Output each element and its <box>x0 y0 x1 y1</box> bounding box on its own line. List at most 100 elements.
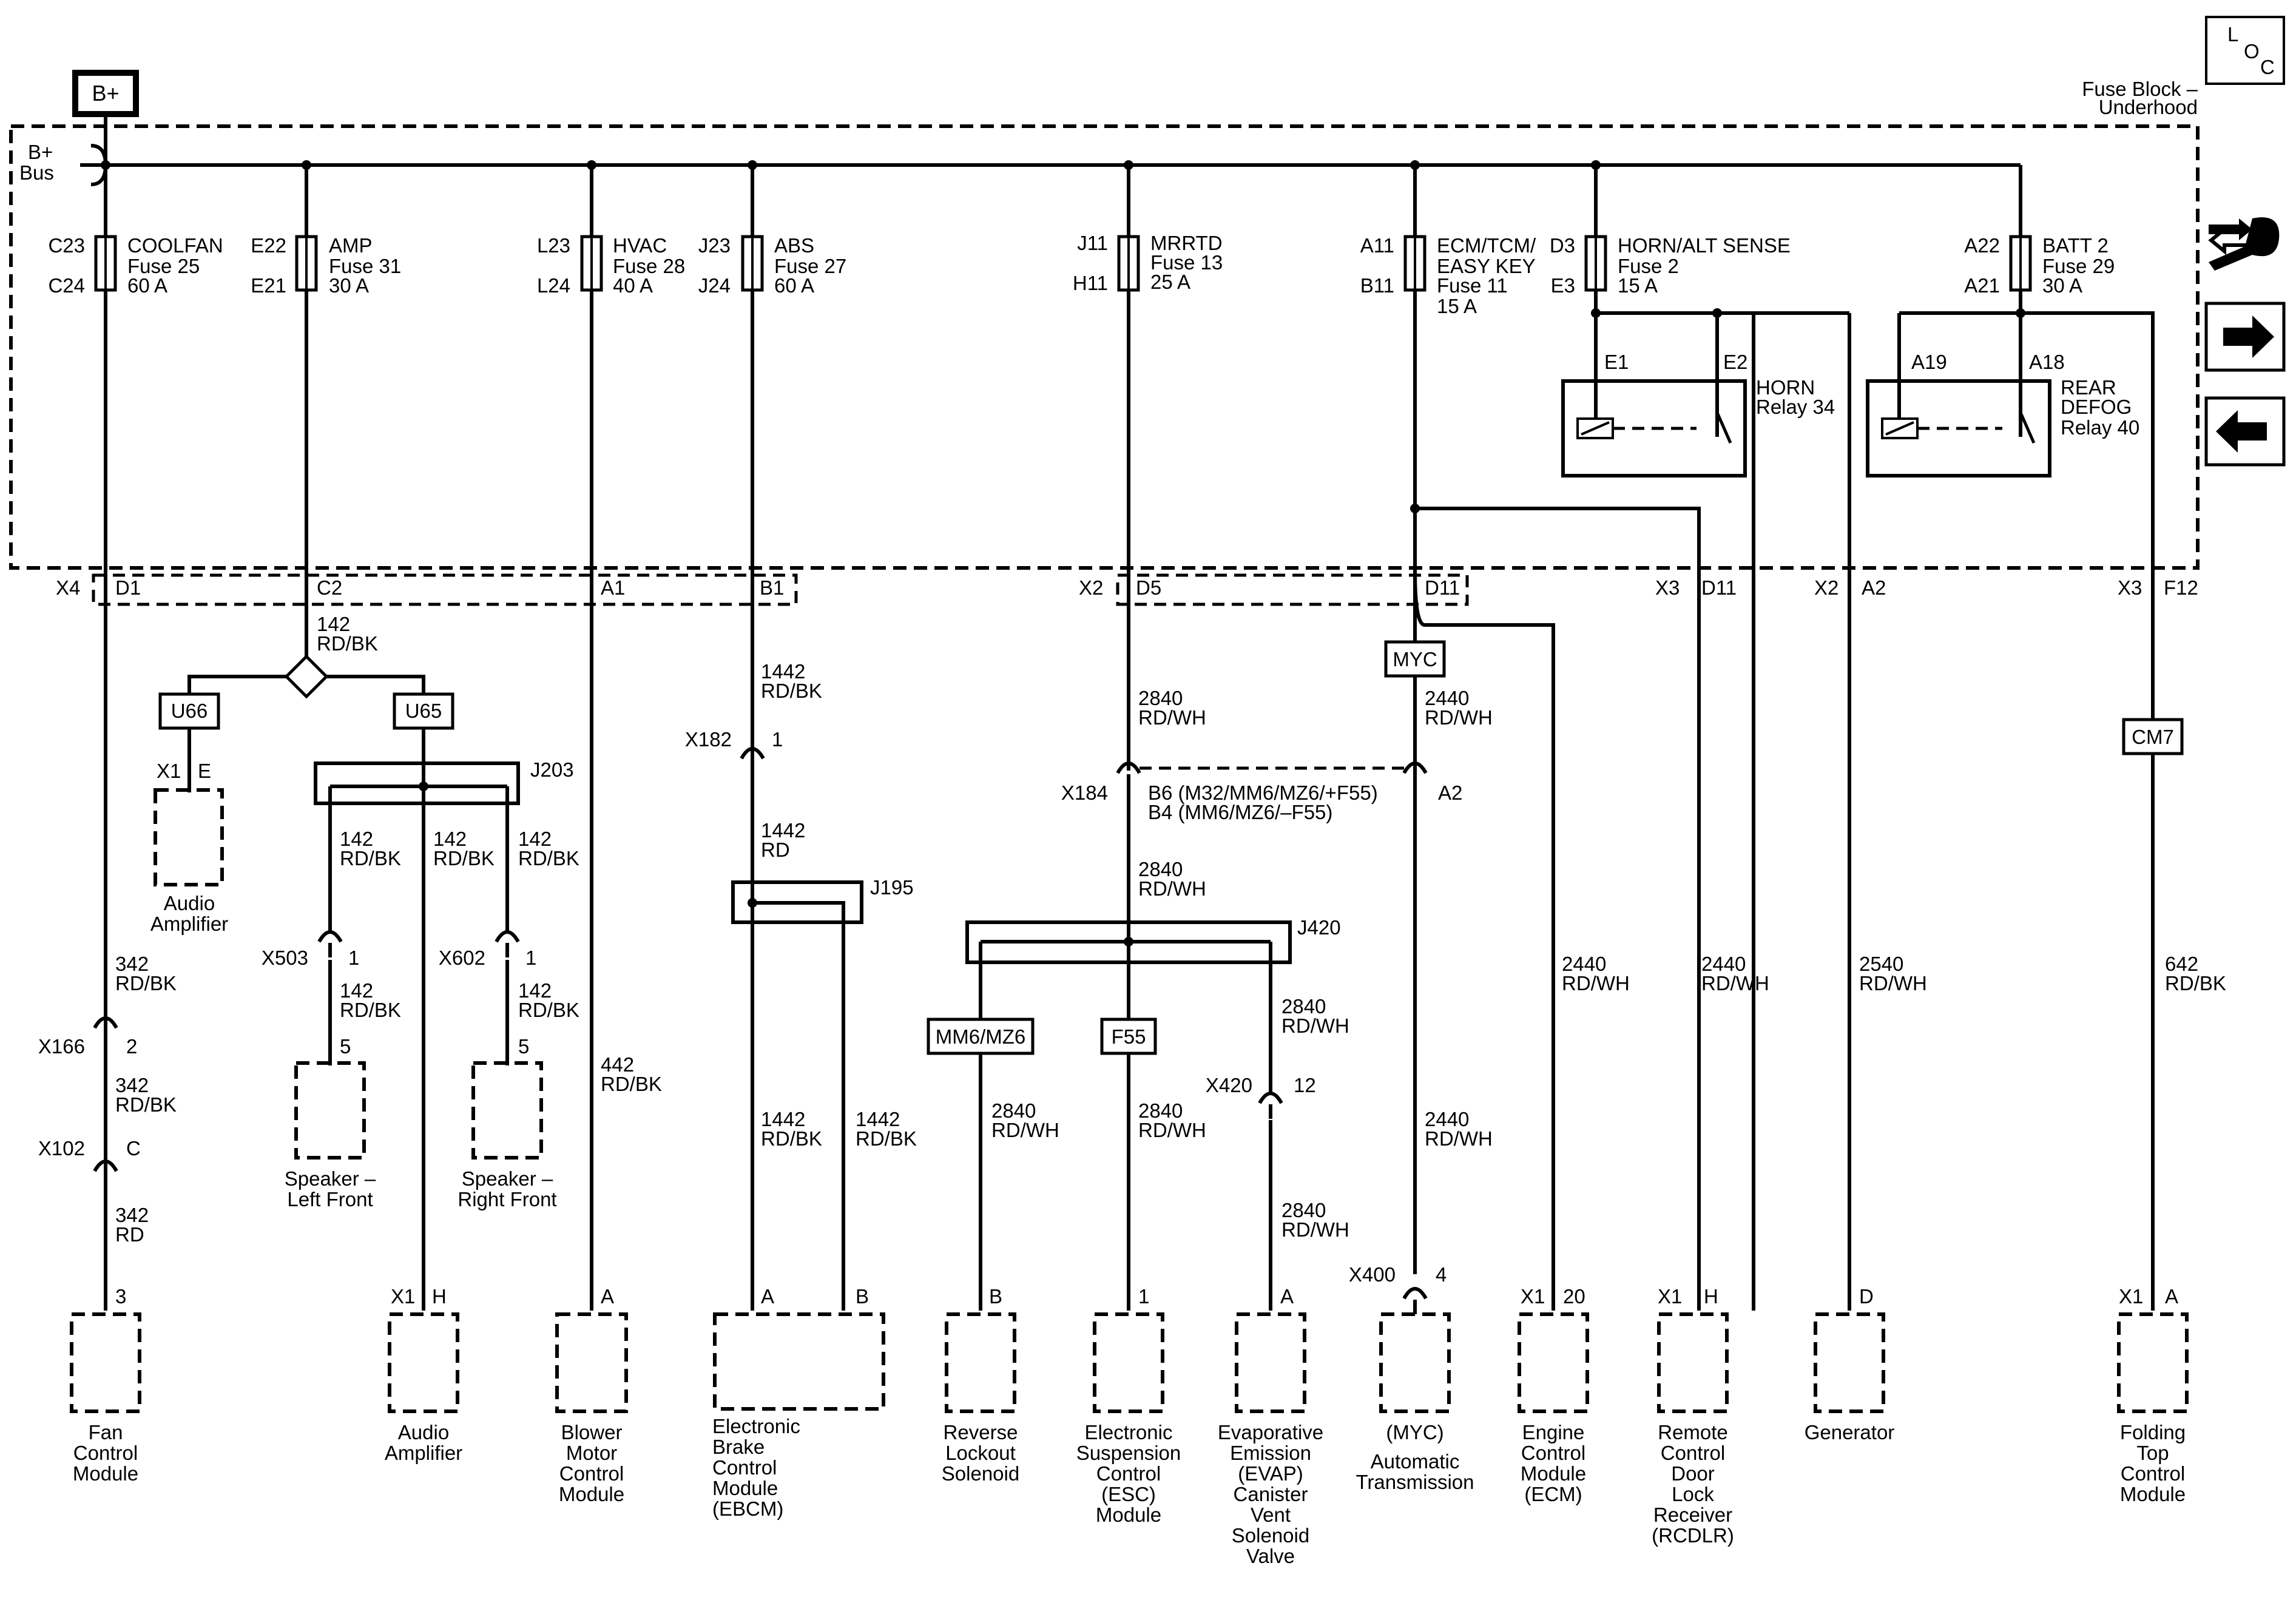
svg-text:RD/WH: RD/WH <box>1138 877 1206 900</box>
svg-text:Fuse 2: Fuse 2 <box>1618 255 1679 277</box>
svg-text:H11: H11 <box>1073 272 1108 294</box>
svg-text:15 A: 15 A <box>1618 274 1658 297</box>
reverse-lockout-solenoid: B Reverse Lockout Solenoid <box>942 1285 1019 1485</box>
svg-text:1: 1 <box>772 728 783 751</box>
svg-text:HORN/ALT SENSE: HORN/ALT SENSE <box>1618 234 1791 257</box>
svg-text:Module: Module <box>73 1462 138 1485</box>
arrow-left-icon[interactable] <box>2204 396 2286 467</box>
fuse-block-title-1: Fuse Block – <box>2082 78 2198 100</box>
svg-text:A: A <box>601 1285 614 1308</box>
fuse-batt2: A22 A21 BATT 2 Fuse 29 30 A <box>1964 234 2115 297</box>
svg-text:Fuse 31: Fuse 31 <box>329 255 401 277</box>
svg-text:(ECM): (ECM) <box>1524 1483 1582 1505</box>
svg-text:A: A <box>1280 1285 1294 1308</box>
svg-text:AMP: AMP <box>329 234 373 257</box>
svg-text:B: B <box>989 1285 1002 1308</box>
svg-text:Door: Door <box>1671 1462 1715 1485</box>
svg-text:Fuse 28: Fuse 28 <box>613 255 685 277</box>
svg-text:X602: X602 <box>439 947 485 969</box>
svg-text:Top: Top <box>2136 1442 2169 1464</box>
wrench-arrows-icon[interactable] <box>2208 217 2280 271</box>
svg-text:X1: X1 <box>1658 1285 1682 1308</box>
svg-text:X3: X3 <box>1655 576 1680 599</box>
svg-text:1: 1 <box>348 947 359 969</box>
svg-text:2840: 2840 <box>1281 995 1326 1018</box>
splice-j195 <box>731 880 863 924</box>
svg-text:X1: X1 <box>2119 1285 2143 1308</box>
svg-text:Control: Control <box>559 1462 624 1485</box>
fuse-mrrtd: J11 H11 MRRTD Fuse 13 25 A <box>1073 232 1223 294</box>
blower-motor-control-module: A Blower Motor Control Module <box>555 1285 628 1505</box>
svg-text:Module: Module <box>1521 1462 1586 1485</box>
svg-text:RD/WH: RD/WH <box>1425 706 1493 729</box>
svg-text:Lockout: Lockout <box>945 1442 1016 1464</box>
svg-text:A2: A2 <box>1438 781 1462 804</box>
svg-text:RD/WH: RD/WH <box>1281 1014 1349 1037</box>
svg-text:142: 142 <box>317 613 350 635</box>
svg-text:X1: X1 <box>157 760 181 782</box>
svg-text:Brake: Brake <box>712 1436 765 1458</box>
svg-text:X2: X2 <box>1814 576 1838 599</box>
svg-text:RD/WH: RD/WH <box>1562 972 1630 994</box>
svg-text:A18: A18 <box>2029 351 2065 373</box>
svg-text:2840: 2840 <box>991 1099 1036 1122</box>
svg-text:RD/BK: RD/BK <box>518 999 579 1021</box>
svg-text:2840: 2840 <box>1138 687 1183 709</box>
svg-text:X184: X184 <box>1061 781 1108 804</box>
svg-text:B11: B11 <box>1360 274 1394 297</box>
automatic-transmission: (MYC) Automatic Transmission <box>1356 1312 1474 1493</box>
svg-text:HVAC: HVAC <box>613 234 667 257</box>
svg-text:ECM/TCM/: ECM/TCM/ <box>1437 234 1536 257</box>
svg-text:Remote: Remote <box>1658 1421 1728 1443</box>
svg-text:Evaporative: Evaporative <box>1218 1421 1323 1443</box>
svg-text:C23: C23 <box>48 234 85 257</box>
svg-text:2440: 2440 <box>1425 1108 1469 1130</box>
svg-text:1: 1 <box>1138 1285 1149 1308</box>
svg-text:RD/WH: RD/WH <box>1425 1127 1493 1150</box>
svg-text:D11: D11 <box>1425 576 1460 599</box>
generator: D Generator <box>1805 1285 1895 1443</box>
svg-text:Suspension: Suspension <box>1076 1442 1181 1464</box>
svg-text:Fuse 13: Fuse 13 <box>1150 251 1223 274</box>
svg-text:(EVAP): (EVAP) <box>1238 1462 1303 1485</box>
generator-feed <box>1754 311 1851 1311</box>
svg-text:RD/BK: RD/BK <box>518 847 579 869</box>
svg-text:A21: A21 <box>1964 274 2000 297</box>
loc-icon[interactable] <box>2205 16 2285 85</box>
fan-control-module: 3 Fan Control Module <box>70 1285 141 1485</box>
svg-text:Amplifier: Amplifier <box>385 1442 462 1464</box>
svg-text:Fuse 27: Fuse 27 <box>774 255 846 277</box>
audio-amplifier-u65: X1 H Audio Amplifier <box>385 1285 462 1464</box>
svg-text:RD/WH: RD/WH <box>991 1119 1059 1141</box>
svg-text:1442: 1442 <box>761 1108 805 1130</box>
svg-text:B4 (MM6/MZ6/–F55): B4 (MM6/MZ6/–F55) <box>1148 801 1332 823</box>
svg-text:Audio: Audio <box>398 1421 449 1443</box>
svg-text:A1: A1 <box>601 576 625 599</box>
svg-text:Emission: Emission <box>1230 1442 1311 1464</box>
svg-text:1442: 1442 <box>761 819 805 842</box>
svg-text:Speaker –: Speaker – <box>462 1167 553 1190</box>
option-cm7: CM7 <box>2132 726 2174 748</box>
svg-text:Solenoid: Solenoid <box>1232 1524 1309 1547</box>
svg-text:342: 342 <box>115 953 149 975</box>
svg-text:RD/WH: RD/WH <box>1138 706 1206 729</box>
bus-label-1: B+ <box>28 141 53 163</box>
fuse-amp: E22 E21 AMP Fuse 31 30 A <box>251 234 401 297</box>
svg-text:RD/BK: RD/BK <box>856 1127 917 1150</box>
svg-text:30 A: 30 A <box>329 274 369 297</box>
svg-text:5: 5 <box>340 1035 351 1058</box>
svg-text:L23: L23 <box>537 234 570 257</box>
svg-text:RD/BK: RD/BK <box>601 1073 662 1095</box>
svg-text:RD/BK: RD/BK <box>761 1127 822 1150</box>
svg-text:J195: J195 <box>870 876 914 899</box>
speaker-right-front <box>471 1061 543 1160</box>
folding-top-control-module: X1 A Folding Top Control Module <box>2117 1285 2189 1505</box>
svg-text:RD/BK: RD/BK <box>340 847 401 869</box>
arrow-right-icon[interactable] <box>2204 302 2286 372</box>
svg-text:H: H <box>432 1285 447 1308</box>
svg-text:642: 642 <box>2165 953 2198 975</box>
svg-text:E: E <box>198 760 211 782</box>
svg-text:60 A: 60 A <box>774 274 814 297</box>
svg-text:(MYC): (MYC) <box>1386 1421 1443 1443</box>
rear-defog-relay: A19 A18 REAR DEFOG Relay 40 <box>1866 308 2155 1311</box>
